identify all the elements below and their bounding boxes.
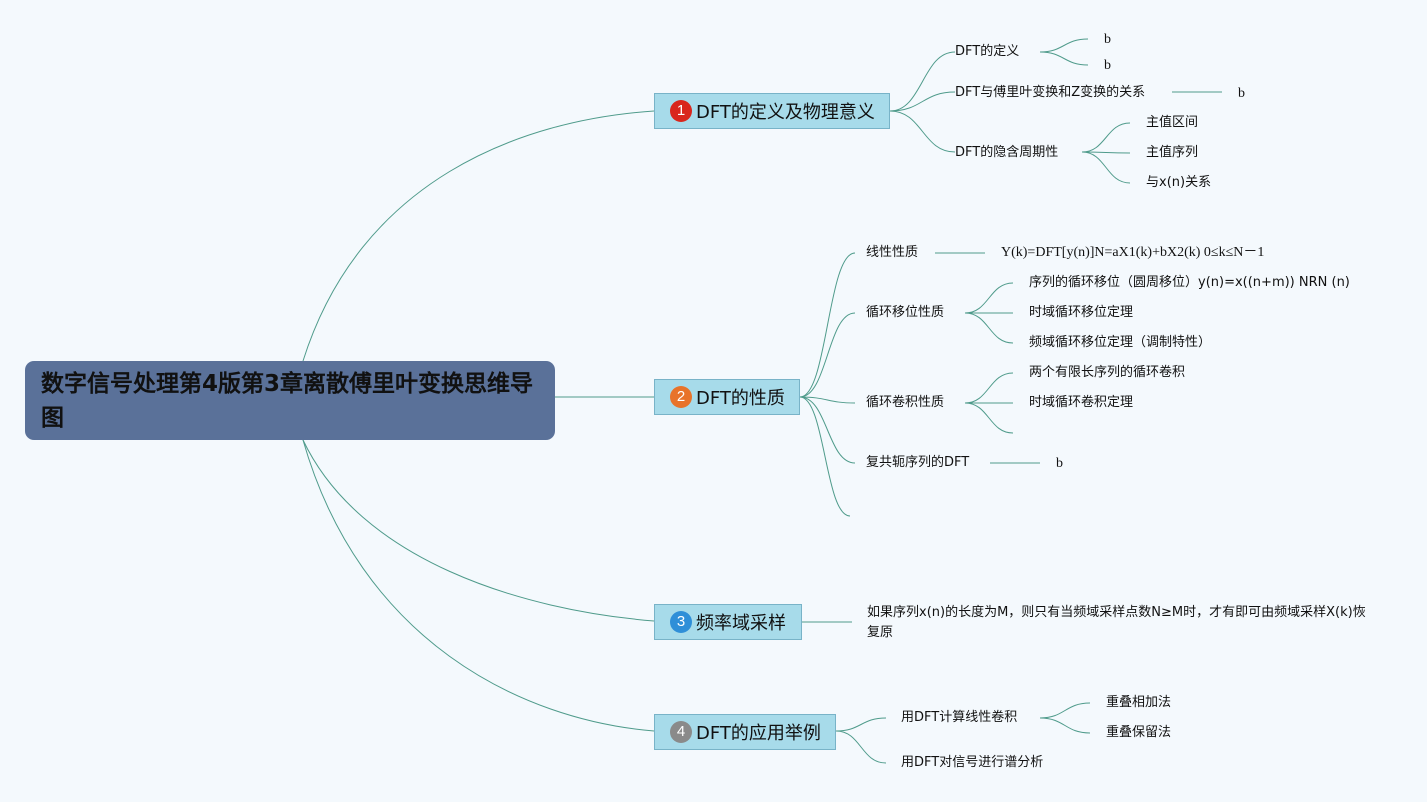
connector-branch-1-child [889,51,956,112]
connector-leaf [964,402,1014,434]
connector-root-branch-1 [302,110,655,362]
node-dft-def[interactable]: DFT的定义 [955,44,1020,59]
connector-branch-2-child [799,396,856,464]
connector-leaf [1081,151,1131,184]
leaf-time-conv-theorem[interactable]: 时域循环卷积定理 [1029,395,1134,410]
connector-root-branch-4 [302,439,655,732]
leaf-principal-interval[interactable]: 主值区间 [1146,115,1199,130]
root-title: 数字信号处理第4版第3章离散傅里叶变换思维导图 [41,371,534,431]
branch-frequency-sampling[interactable]: 3 频率域采样 [654,604,802,640]
number-badge-1: 1 [670,100,692,122]
leaf-b[interactable]: b [1104,58,1111,73]
connector-leaf [1081,122,1131,153]
leaf-overlap-save[interactable]: 重叠保留法 [1106,725,1172,740]
connector-leaf [1039,38,1089,53]
leaf-b[interactable]: b [1238,86,1245,101]
connector-branch-1-child [889,91,956,112]
connector-branch-2-child [799,252,856,398]
connector-branch-2-child [799,396,856,404]
connector-branch-4-child [835,717,887,732]
node-dft-ft-z-relation[interactable]: DFT与傅里叶变换和Z变换的关系 [955,85,1146,100]
leaf-b[interactable]: b [1104,32,1111,47]
node-spectrum-analysis[interactable]: 用DFT对信号进行谱分析 [901,755,1044,770]
number-badge-3: 3 [670,611,692,633]
branch-label: 频率域采样 [696,613,786,634]
connector-leaf [1081,151,1131,154]
branch-label: DFT的定义及物理意义 [696,102,875,123]
connector-branch-2-child [799,396,851,517]
leaf-time-shift-theorem[interactable]: 时域循环移位定理 [1029,305,1134,320]
node-conjugate-dft[interactable]: 复共轭序列的DFT [866,455,970,470]
connector-leaf [964,312,1014,344]
connector-branch-2-child [799,312,856,398]
node-linearity[interactable]: 线性性质 [866,245,919,260]
branch-dft-applications[interactable]: 4 DFT的应用举例 [654,714,836,750]
node-sampling-condition[interactable]: 如果序列x(n)的长度为M，则只有当频域采样点数N≥M时，才有即可由频域采样X(… [867,605,1366,640]
node-circular-shift[interactable]: 循环移位性质 [866,305,945,320]
node-implicit-periodicity[interactable]: DFT的隐含周期性 [955,145,1059,160]
leaf-b[interactable]: b [1056,456,1063,471]
branch-dft-properties[interactable]: 2 DFT的性质 [654,379,800,415]
node-linear-convolution[interactable]: 用DFT计算线性卷积 [901,710,1018,725]
leaf-relation-xn[interactable]: 与x(n)关系 [1146,175,1212,190]
leaf-freq-shift-theorem[interactable]: 频域循环移位定理（调制特性） [1029,335,1212,350]
connector-leaf [964,372,1014,404]
connector-leaf [1039,51,1089,66]
branch-dft-definition[interactable]: 1 DFT的定义及物理意义 [654,93,890,129]
leaf-principal-sequence[interactable]: 主值序列 [1146,145,1199,160]
connector-branch-4-child [835,730,887,764]
leaf-finite-circular-conv[interactable]: 两个有限长序列的循环卷积 [1029,365,1186,380]
connector-branch-1-child [889,110,956,153]
connector-leaf [1039,717,1091,734]
root-topic[interactable]: 数字信号处理第4版第3章离散傅里叶变换思维导图 [25,361,555,440]
connector-leaf [1039,702,1091,719]
node-circular-convolution[interactable]: 循环卷积性质 [866,395,945,410]
leaf-linearity-formula[interactable]: Y(k)=DFT[y(n)]N=aX1(k)+bX2(k) 0≤k≤N－1 [1001,245,1265,260]
number-badge-2: 2 [670,386,692,408]
leaf-circular-shift-sequence[interactable]: 序列的循环移位（圆周移位）y(n)=x((n+m)) NRN (n) [1029,275,1350,290]
leaf-overlap-add[interactable]: 重叠相加法 [1106,695,1172,710]
branch-label: DFT的性质 [696,388,785,409]
connector-root-branch-3 [302,439,655,622]
number-badge-4: 4 [670,721,692,743]
branch-label: DFT的应用举例 [696,723,821,744]
connector-leaf [964,282,1014,314]
